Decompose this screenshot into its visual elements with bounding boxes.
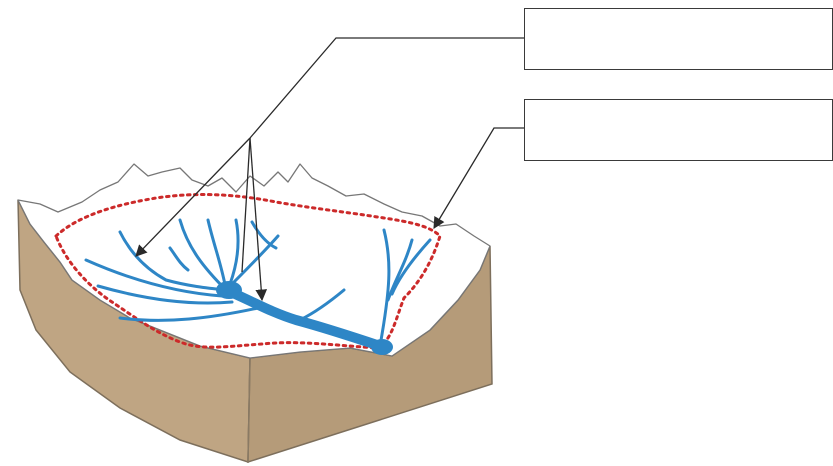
tributary — [378, 228, 391, 348]
tributary — [178, 218, 228, 292]
tributary — [386, 238, 414, 302]
leader-line-box-2 — [433, 127, 524, 230]
main-river — [221, 285, 385, 351]
watershed-divide — [54, 193, 442, 350]
confluence-pool — [216, 281, 242, 299]
tributary — [96, 284, 234, 305]
river-mouth — [371, 339, 393, 355]
tributary — [298, 288, 346, 322]
tributary — [118, 306, 260, 322]
tributary — [228, 218, 240, 286]
tributary — [250, 220, 278, 250]
ground-corner-edge — [247, 357, 251, 463]
tributary — [390, 238, 432, 296]
leader-lines-box-1 — [135, 37, 524, 302]
tributary — [84, 258, 224, 298]
tributary — [118, 230, 228, 292]
river-network — [84, 218, 432, 355]
tributary — [168, 246, 190, 272]
label-box-1 — [524, 8, 833, 70]
label-box-2 — [524, 99, 833, 161]
